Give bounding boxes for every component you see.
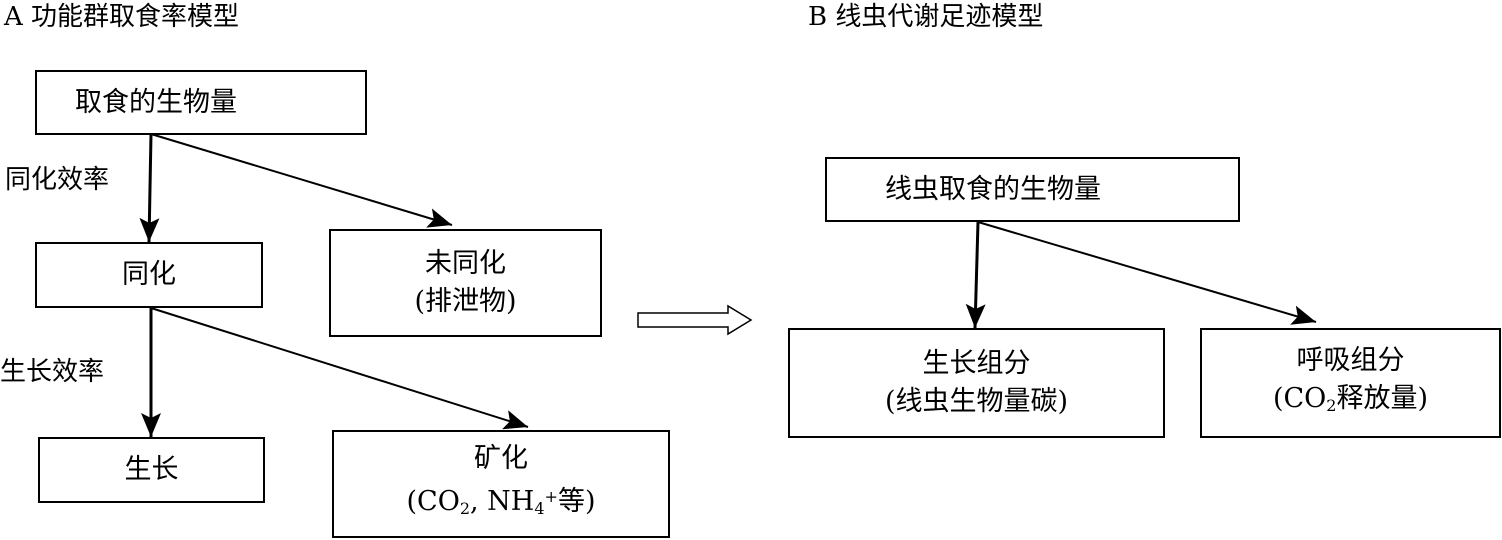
- box-ingested-biomass-label: 取食的生物量: [75, 86, 237, 118]
- box-ingested-biomass: 取食的生物量: [35, 70, 367, 135]
- label-growth-efficiency: 生长效率: [0, 357, 105, 387]
- box-assimilation-label: 同化: [122, 259, 176, 290]
- arrow-assimilation-to-mineralization: [150, 307, 529, 430]
- arrow-ingested-to-assimilation: [139, 133, 160, 243]
- box-respiration-component-note: (CO2释放量): [1272, 382, 1429, 415]
- box-nematode-ingested-label: 线虫取食的生物量: [885, 173, 1101, 205]
- box-unassimilated: 未同化 (排泄物): [329, 229, 602, 337]
- box-mineralization-label: 矿化: [474, 443, 528, 474]
- box-growth-component: 生长组分 (线虫生物量碳): [788, 328, 1165, 438]
- box-unassimilated-label: 未同化: [425, 248, 506, 279]
- box-mineralization: 矿化 (CO2, NH4+等): [332, 430, 670, 538]
- box-growth: 生长: [38, 437, 265, 503]
- box-growth-component-label: 生长组分: [922, 348, 1031, 379]
- transition-arrow: [637, 304, 753, 336]
- arrow-ingested-to-unassimilated: [150, 133, 453, 228]
- arrow-ingested-to-respiration-component: [977, 221, 1317, 325]
- panel-b-title: B 线虫代谢足迹模型: [808, 2, 1044, 32]
- label-assimilation-efficiency: 同化效率: [5, 165, 110, 195]
- box-respiration-component: 呼吸组分 (CO2释放量): [1200, 328, 1501, 438]
- box-unassimilated-note: (排泄物): [414, 286, 517, 317]
- arrow-ingested-to-growth-component: [965, 221, 986, 329]
- box-mineralization-note: (CO2, NH4+等): [406, 486, 596, 518]
- box-growth-component-note: (线虫生物量碳): [884, 386, 1069, 417]
- box-respiration-component-label: 呼吸组分: [1296, 344, 1405, 376]
- panel-a-title: A 功能群取食率模型: [4, 2, 240, 32]
- box-nematode-ingested-biomass: 线虫取食的生物量: [825, 157, 1240, 222]
- box-growth-label: 生长: [124, 454, 179, 485]
- box-assimilation: 同化: [35, 242, 263, 308]
